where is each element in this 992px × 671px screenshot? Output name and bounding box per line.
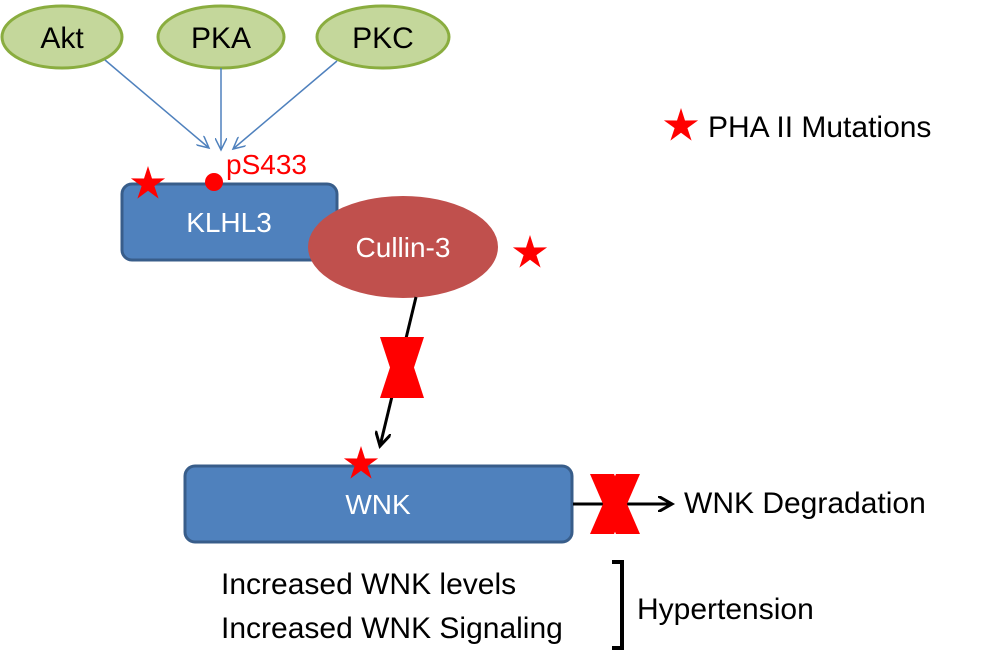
phosphosite-label: pS433 [226,149,307,180]
outcome-line-1: Increased WNK levels [221,568,516,601]
degradation-label: WNK Degradation [684,487,926,520]
klhl3-label: KLHL3 [186,207,272,238]
cullin3-label: Cullin-3 [356,232,451,263]
legend: PHA II Mutations [663,108,931,144]
outcome-bracket [612,560,624,650]
blocked-ubiquitination-x-icon [380,337,424,398]
akt-to-klhl3-arrow [104,59,209,148]
kinase-pkc-label: PKC [352,22,414,55]
cullin3-mutation-star-icon [512,235,548,268]
legend-text: PHA II Mutations [708,111,931,144]
klhl3-mutation-star-icon [130,166,166,199]
cullin3-ellipse: Cullin-3 [308,196,498,298]
kinase-pka: PKA [156,4,286,70]
wnk-box: WNK [183,464,574,544]
kinase-akt-label: Akt [40,22,84,55]
klhl3-box: KLHL3 [120,182,339,262]
pkc-to-klhl3-arrow [233,60,338,149]
legend-star-icon [663,108,699,141]
hypertension-label: Hypertension [637,593,814,626]
kinase-akt: Akt [0,4,124,70]
phosphosite-dot-icon [205,173,223,191]
kinase-pkc: PKC [315,4,451,70]
blocked-degradation-x-icon [590,474,640,534]
wnk-mutation-star-icon [343,446,379,479]
outcome-line-2: Increased WNK Signaling [221,612,563,645]
kinase-pka-label: PKA [191,22,251,55]
wnk-label: WNK [345,489,411,520]
